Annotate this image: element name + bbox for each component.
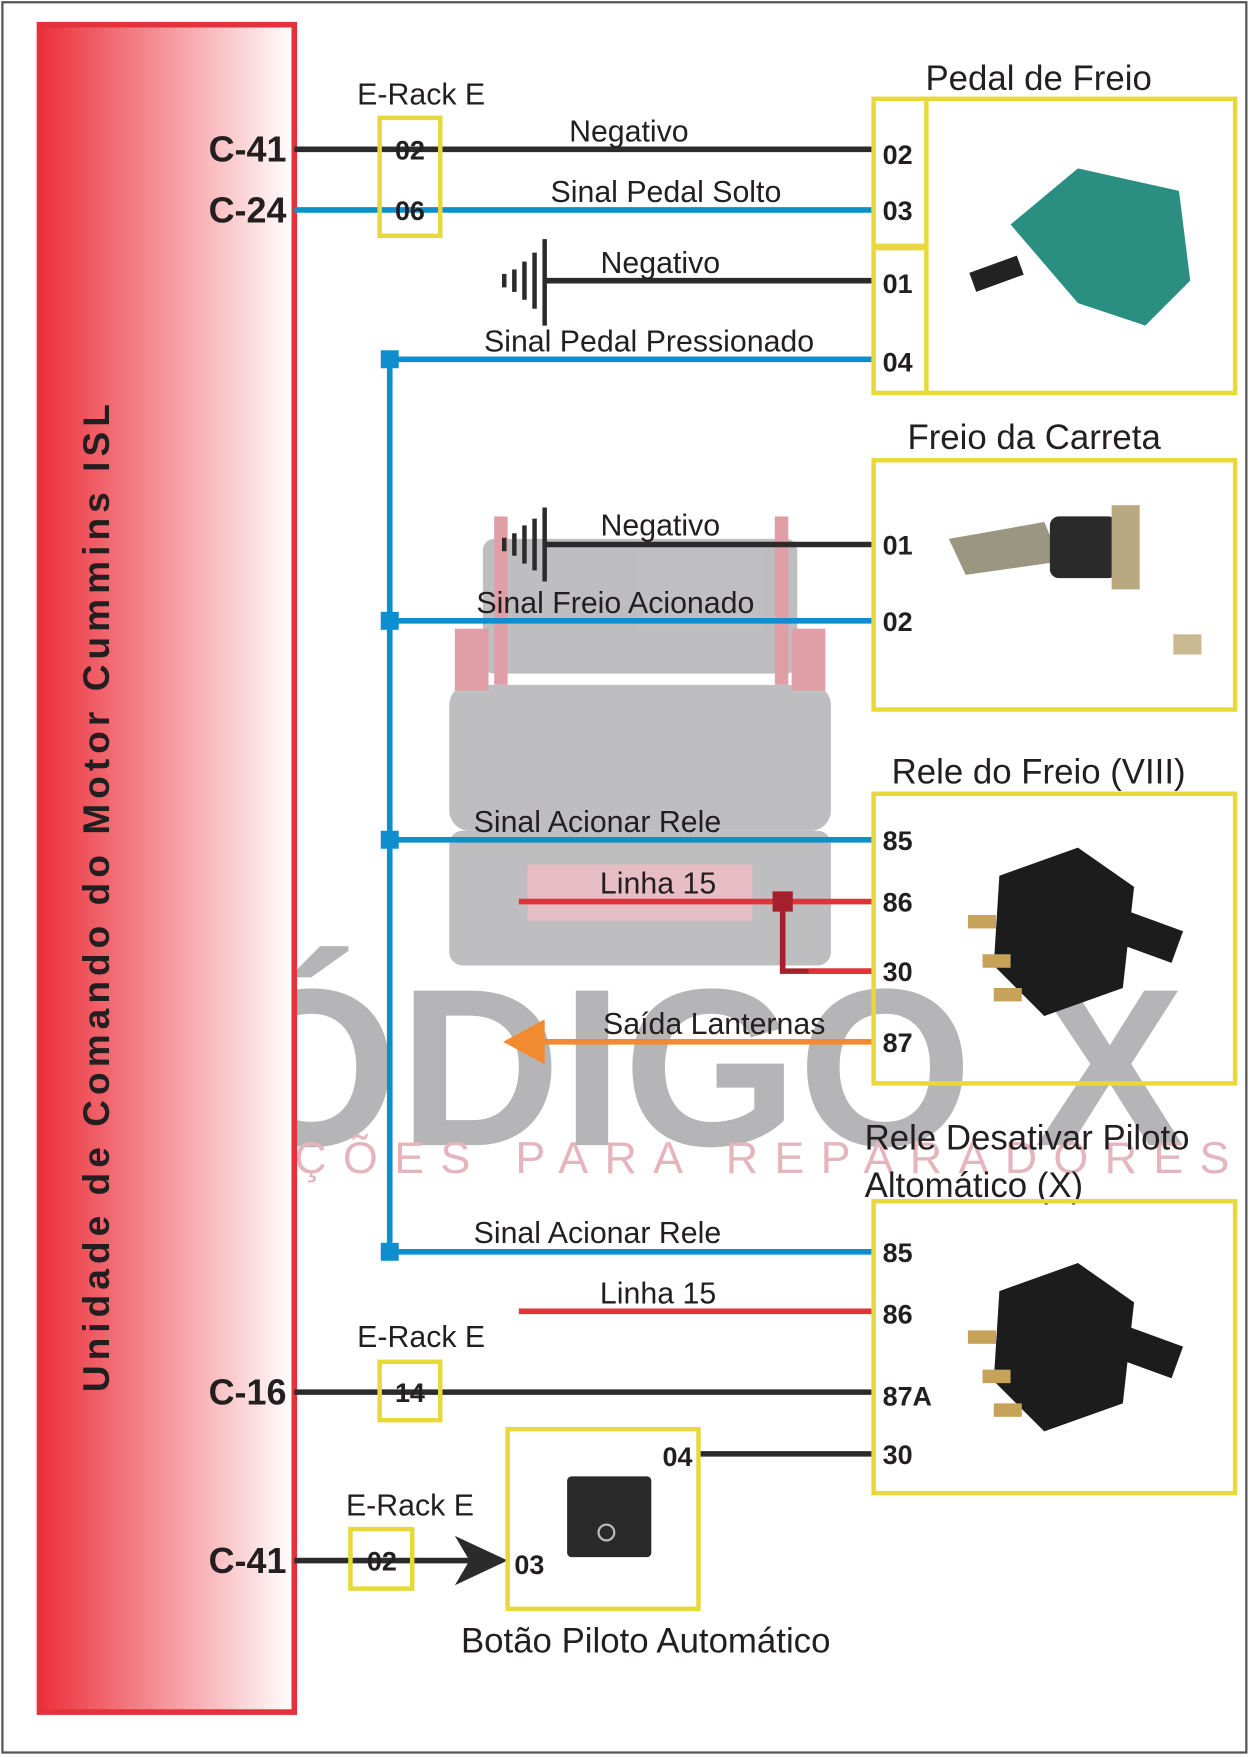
cruise-button-photo: [567, 1476, 652, 1558]
label-sinal-freio-acionado: Sinal Freio Acionado: [476, 587, 754, 620]
pin: 01: [883, 531, 913, 561]
bus-junctions: [380, 350, 399, 1261]
pin: 86: [883, 888, 913, 918]
connector-c16: C-16: [209, 1371, 287, 1412]
trailer-brake-valve-photo: [948, 505, 1202, 655]
erack-pin: 06: [395, 196, 425, 226]
component-title: Altomático (X): [865, 1166, 1084, 1205]
truck-watermark-icon: [449, 516, 831, 966]
component-box: [505, 1426, 701, 1612]
ecu-label: Unidade de Comando do Motor Cummins ISL: [75, 404, 117, 1392]
erack-label: E-Rack E: [357, 1321, 485, 1354]
label-sinal-pedal-solto: Sinal Pedal Solto: [551, 176, 782, 209]
label-negativo: Negativo: [601, 247, 721, 280]
junction: [380, 611, 399, 630]
ground-icon: [502, 507, 547, 582]
pin: 85: [883, 826, 913, 856]
relay-photo: [967, 847, 1184, 1017]
junction: [380, 350, 399, 369]
pin: 02: [883, 140, 913, 170]
junction-linha15: [772, 891, 793, 912]
pin: 87A: [883, 1382, 932, 1412]
label-saida-lanternas: Saída Lanternas: [603, 1008, 825, 1041]
erack-pin: 14: [395, 1378, 425, 1408]
erack-box: [377, 115, 443, 239]
component-title: Pedal de Freio: [925, 59, 1151, 98]
pin: 03: [514, 1550, 544, 1580]
erack-pin: 02: [367, 1547, 397, 1577]
ground-icon: [502, 239, 547, 326]
brake-switch-photo: [969, 168, 1191, 326]
component-freio-da-carreta: Freio da Carreta 01 02: [871, 418, 1238, 712]
ecu-block: [36, 21, 298, 1715]
junction: [380, 830, 399, 849]
component-box: [871, 791, 1238, 1086]
erack-label: E-Rack E: [346, 1490, 474, 1523]
component-title: Botão Piloto Automático: [461, 1622, 830, 1661]
component-pedal-de-freio: Pedal de Freio 02 03 01 04: [871, 59, 1238, 396]
component-botao-piloto-automatico: 04 03 Botão Piloto Automático: [461, 1426, 830, 1661]
label-sinal-pedal-pressionado: Sinal Pedal Pressionado: [484, 325, 814, 358]
pin: 87: [883, 1028, 913, 1058]
erack-box: [348, 1526, 415, 1591]
erack-label: E-Rack E: [357, 78, 485, 111]
component-title: Freio da Carreta: [907, 418, 1161, 457]
junction: [380, 1242, 399, 1261]
label-negativo: Negativo: [569, 115, 689, 148]
component-rele-desativar-piloto: Rele Desativar Piloto Altomático (X) 85 …: [865, 1119, 1238, 1496]
pin: 03: [883, 196, 913, 226]
pin: 85: [883, 1238, 913, 1268]
label-negativo: Negativo: [601, 510, 721, 543]
arrow-left-icon: [503, 1019, 545, 1065]
component-rele-do-freio: Rele do Freio (VIII) 85 86 30 87: [871, 753, 1238, 1086]
label-sinal-acionar-rele: Sinal Acionar Rele: [474, 806, 722, 839]
label-sinal-acionar-rele: Sinal Acionar Rele: [474, 1217, 722, 1250]
pin: 01: [883, 269, 913, 299]
pin: 30: [883, 957, 913, 987]
pin: 04: [883, 348, 913, 378]
pin: 02: [883, 607, 913, 637]
component-box: [871, 1199, 1238, 1496]
connector-c41-top: C-41: [209, 129, 287, 170]
wires: [294, 146, 874, 1586]
label-linha-15: Linha 15: [600, 868, 716, 901]
relay-photo: [967, 1263, 1184, 1432]
component-title: Rele do Freio (VIII): [892, 753, 1186, 792]
pin: 86: [883, 1300, 913, 1330]
component-title: Rele Desativar Piloto: [865, 1119, 1190, 1158]
erack-box: [377, 1359, 443, 1423]
pin: 30: [883, 1440, 913, 1470]
label-linha-15: Linha 15: [600, 1277, 716, 1310]
component-box: [871, 458, 1238, 712]
connector-c24: C-24: [209, 189, 287, 230]
connector-c41-bottom: C-41: [209, 1540, 287, 1581]
arrow-right-icon: [454, 1535, 508, 1586]
erack-pin: 02: [395, 135, 425, 165]
pin: 04: [663, 1442, 693, 1472]
